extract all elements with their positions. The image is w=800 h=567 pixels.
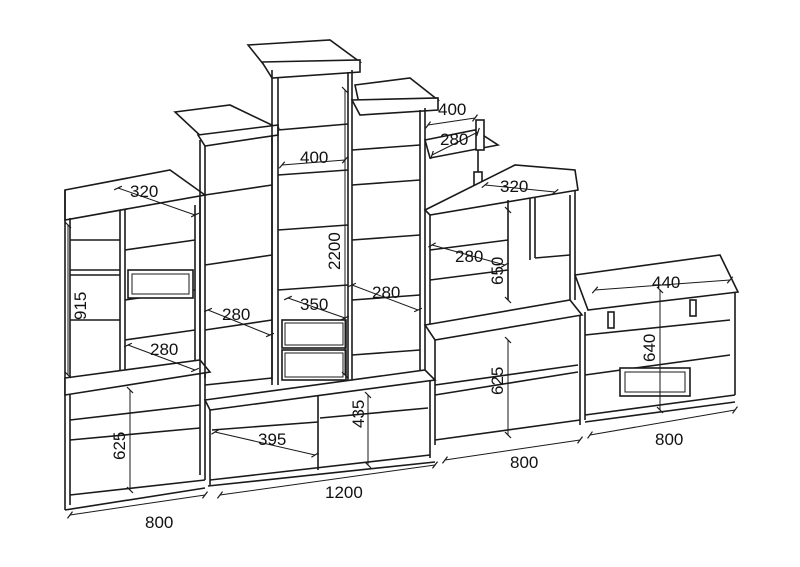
dimension-labels: 800 1200 800 800 320 915 280 625 400 220… bbox=[71, 100, 683, 532]
dim-top-shelf-depth: 280 bbox=[440, 130, 468, 149]
left-module bbox=[64, 169, 212, 511]
dim-right-mid-shelf-depth: 280 bbox=[455, 247, 483, 266]
center-tower bbox=[246, 39, 363, 385]
dim-inner-shelf-right: 280 bbox=[372, 283, 400, 302]
dim-tower-width: 400 bbox=[300, 148, 328, 167]
center-lower bbox=[203, 369, 437, 487]
dim-right-mid-upper-height: 650 bbox=[488, 257, 507, 285]
dim-left-upper-height: 915 bbox=[71, 292, 90, 320]
dim-right-mid-lower-height: 625 bbox=[488, 367, 507, 395]
dim-tower-height: 2200 bbox=[325, 232, 344, 270]
dim-left-total-width: 800 bbox=[145, 513, 173, 532]
dim-left-lower-height: 625 bbox=[110, 432, 129, 460]
dimension-lines bbox=[64, 86, 738, 519]
dim-drawer-width: 350 bbox=[300, 295, 328, 314]
right-tall-module bbox=[350, 77, 441, 375]
dim-left-shelf-depth: 280 bbox=[150, 340, 178, 359]
dim-right-mid-depth: 320 bbox=[500, 177, 528, 196]
dim-right-low-width: 800 bbox=[655, 430, 683, 449]
dim-inner-shelf-left: 280 bbox=[222, 305, 250, 324]
dim-center-width: 1200 bbox=[325, 483, 363, 502]
dim-right-low-depth: 440 bbox=[652, 273, 680, 292]
dim-right-low-height: 640 bbox=[640, 334, 659, 362]
dim-center-niche-height: 435 bbox=[349, 400, 368, 428]
dim-center-niche-width: 395 bbox=[258, 430, 286, 449]
dim-left-depth: 320 bbox=[130, 182, 158, 201]
dim-top-shelf-width: 400 bbox=[438, 100, 466, 119]
dim-right-mid-width: 800 bbox=[510, 453, 538, 472]
left-tall-module bbox=[173, 104, 281, 386]
